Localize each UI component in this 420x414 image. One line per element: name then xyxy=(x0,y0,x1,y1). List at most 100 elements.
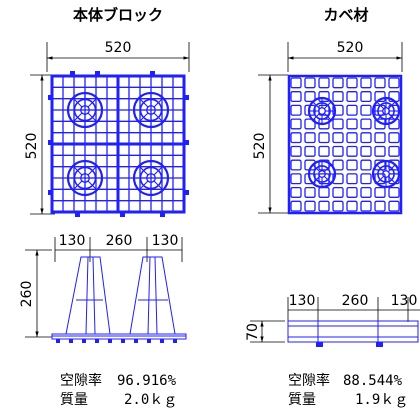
right-plan-cell xyxy=(318,91,330,103)
left-foot xyxy=(134,339,138,343)
left-width-label: 520 xyxy=(105,40,132,56)
right-plan-cell xyxy=(304,118,316,130)
left-mass-label: 質量 xyxy=(60,392,88,408)
right-plan-cell xyxy=(360,200,372,212)
left-pad-1 xyxy=(66,91,104,129)
right-width-label: 520 xyxy=(337,40,364,56)
left-mass-value: 2.0ｋｇ xyxy=(124,392,177,408)
left-foot xyxy=(56,339,60,343)
right-plan-cell xyxy=(346,159,358,171)
right-plan-cell xyxy=(360,173,372,185)
left-edge-tab xyxy=(95,71,100,76)
right-plan-cell xyxy=(374,186,386,198)
right-pad-3 xyxy=(307,159,337,189)
left-height-dimension: 520 xyxy=(24,74,55,215)
right-plan-cell xyxy=(346,145,358,157)
right-plan-cell xyxy=(332,145,344,157)
right-plan-cell xyxy=(304,77,316,89)
right-plan-cell xyxy=(332,159,344,171)
left-void-value: 96.916% xyxy=(117,373,177,389)
right-plan-cell xyxy=(346,77,358,89)
left-elev-dim-b: 260 xyxy=(106,233,133,249)
left-foot xyxy=(173,339,177,343)
left-edge-tab xyxy=(48,190,53,195)
right-plan-cell xyxy=(290,173,302,185)
left-edge-tab xyxy=(184,140,189,145)
right-plan-cell xyxy=(290,186,302,198)
right-plan-cell xyxy=(360,132,372,144)
left-edge-tab xyxy=(75,212,80,217)
right-pad-4 xyxy=(371,159,401,189)
right-plan-cell xyxy=(318,132,330,144)
left-pad-4 xyxy=(132,159,170,197)
left-title: 本体ブロック xyxy=(73,6,163,24)
right-plan-cell xyxy=(360,186,372,198)
left-edge-tab xyxy=(120,212,125,217)
right-plan-cell xyxy=(374,91,386,103)
right-plan-cell xyxy=(332,132,344,144)
right-pad-2 xyxy=(371,96,401,126)
right-elev-dim-a: 130 xyxy=(289,293,316,309)
right-elevation-view xyxy=(287,320,419,347)
right-plan-cell xyxy=(388,132,400,144)
right-plan-cell xyxy=(346,173,358,185)
left-elev-height-label: 260 xyxy=(19,281,35,308)
right-plan-cell xyxy=(374,145,386,157)
right-width-dimension: 520 xyxy=(287,40,403,72)
right-plan-outline xyxy=(287,74,403,215)
right-plan-cell xyxy=(290,91,302,103)
right-specs: 空隙率 88.544% 質量 1.9ｋｇ xyxy=(288,372,408,408)
right-plan-cell xyxy=(360,145,372,157)
right-plan-cell xyxy=(318,200,330,212)
right-plan-cell xyxy=(332,118,344,130)
right-plan-cell xyxy=(290,132,302,144)
left-height-label: 520 xyxy=(24,133,40,160)
right-plan-cell xyxy=(374,159,386,171)
right-plan-cell xyxy=(318,145,330,157)
right-plan-cell xyxy=(318,186,330,198)
right-plan-cell xyxy=(346,132,358,144)
left-foot xyxy=(147,339,151,343)
right-mass-value: 1.9ｋｇ xyxy=(355,392,408,408)
right-plan-cell xyxy=(290,145,302,157)
right-plan-cell xyxy=(332,91,344,103)
left-elevation-view xyxy=(51,256,187,343)
right-plan-cell xyxy=(388,186,400,198)
right-plan-view xyxy=(287,74,403,215)
left-edge-tab xyxy=(184,95,189,100)
right-plan-cell xyxy=(388,200,400,212)
right-plan-cell xyxy=(304,186,316,198)
left-foot xyxy=(160,339,164,343)
left-column-2 xyxy=(129,256,176,335)
right-plan-cell xyxy=(346,91,358,103)
right-plan-cell xyxy=(360,77,372,89)
left-void-label: 空隙率 xyxy=(60,372,102,389)
right-plan-cell xyxy=(346,200,358,212)
right-plan-cell xyxy=(360,159,372,171)
left-width-dimension: 520 xyxy=(46,40,190,72)
right-plan-cell xyxy=(332,77,344,89)
right-plan-cell xyxy=(332,200,344,212)
left-edge-tab xyxy=(160,212,165,217)
left-edge-tab xyxy=(48,95,53,100)
right-plan-cell xyxy=(360,91,372,103)
left-foot xyxy=(121,339,125,343)
right-plan-cell xyxy=(346,186,358,198)
right-plan-cell xyxy=(290,118,302,130)
left-plan-view xyxy=(48,71,189,217)
right-plan-cell xyxy=(290,77,302,89)
left-pad-2 xyxy=(132,91,170,129)
right-plan-cell xyxy=(304,145,316,157)
right-plan-cell xyxy=(374,132,386,144)
right-void-label: 空隙率 xyxy=(288,372,330,389)
right-plan-cell xyxy=(360,118,372,130)
left-edge-tab xyxy=(48,140,53,145)
left-edge-tab xyxy=(70,71,75,76)
left-elev-dim-a: 130 xyxy=(59,233,86,249)
right-plan-cell xyxy=(304,91,316,103)
right-plan-cell xyxy=(360,104,372,116)
right-plan-cell xyxy=(290,104,302,116)
right-plan-cell xyxy=(332,104,344,116)
right-plan-cell xyxy=(388,145,400,157)
